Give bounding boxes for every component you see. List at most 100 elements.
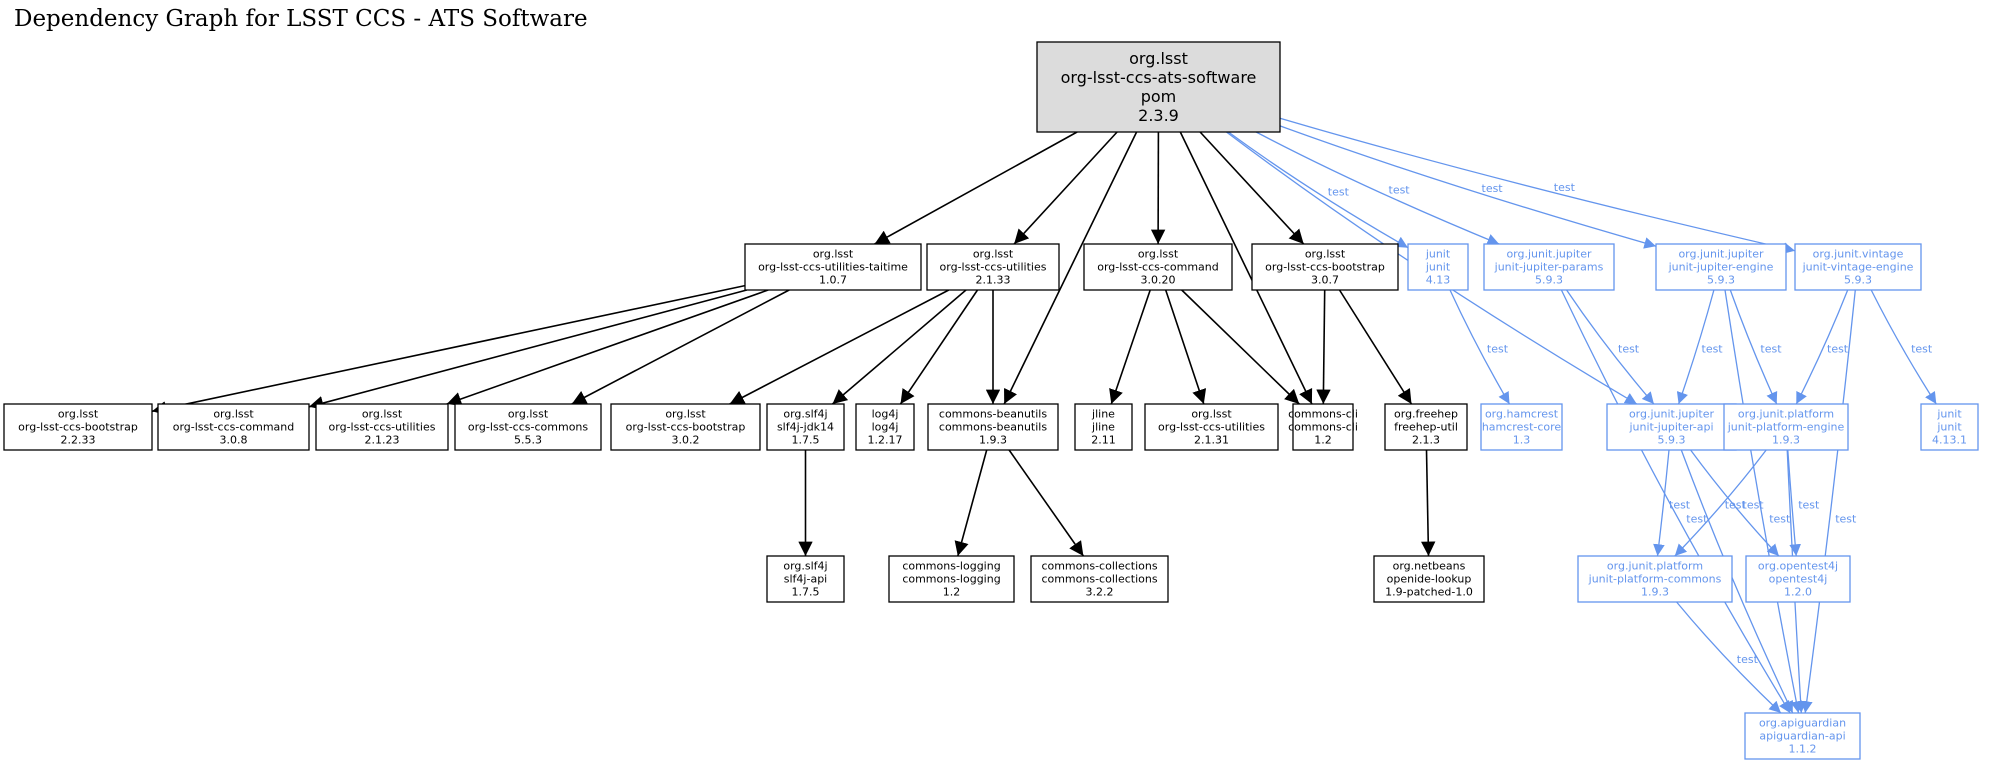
node-label-line: org.lsst: [1305, 248, 1346, 261]
node-box: [1292, 403, 1354, 451]
edge-label-vintage-to-apiguardian: test: [1835, 513, 1857, 526]
node-label-line: org.junit.platform: [1738, 408, 1834, 421]
node-label-line: jline: [1091, 421, 1115, 434]
node-label-line: 1.2.0: [1784, 586, 1812, 599]
node-box: [3, 403, 153, 451]
node-label-line: org.lsst: [1191, 408, 1232, 421]
edge-boot307-to-freehep: [1338, 289, 1413, 405]
edge-label-jengine-to-japi: test: [1702, 343, 1724, 356]
node-taitime: org.lsstorg-lsst-ccs-utilities-taitime1.…: [744, 243, 922, 291]
node-label-line: 3.0.2: [672, 434, 700, 447]
node-label-line: freehep-util: [1394, 421, 1458, 434]
edge-boot307-to-cli: [1316, 289, 1331, 405]
edge-jengine-to-apiguardian: [1724, 289, 1803, 714]
node-label-line: log4j: [872, 408, 899, 421]
edge-label-japi-to-pcommons: test: [1669, 498, 1691, 511]
node-label-line: 5.9.3: [1658, 434, 1686, 447]
node-params: org.junit.jupiterjunit-jupiter-params5.9…: [1483, 243, 1615, 291]
node-label-line: org-lsst-ccs-bootstrap: [1265, 261, 1385, 274]
node-label-line: org.junit.jupiter: [1678, 248, 1764, 261]
edge-label-vintage-to-pengine: test: [1827, 343, 1849, 356]
node-label-line: 1.2: [1314, 434, 1332, 447]
node-box: [1483, 243, 1615, 291]
node-box: [610, 403, 761, 451]
edge-taitime-to-util2123: [446, 289, 769, 406]
edge-util2133-to-boot302: [729, 289, 950, 405]
node-label-line: commons-collections: [1041, 560, 1157, 573]
node-label-line: org-lsst-ccs-utilities: [1158, 421, 1265, 434]
node-label-line: org.lsst: [973, 248, 1014, 261]
edge-params-to-japi: [1566, 289, 1655, 405]
nodes-layer: org.lsstorg-lsst-ccs-ats-softwarepom2.3.…: [3, 41, 1979, 760]
node-jengine: org.junit.jupiterjunit-jupiter-engine5.9…: [1655, 243, 1787, 291]
node-label-line: 5.9.3: [1707, 274, 1735, 287]
node-label-line: org.junit.jupiter: [1629, 408, 1715, 421]
node-box: [1251, 243, 1399, 291]
node-label-line: org.junit.vintage: [1813, 248, 1904, 261]
edge-label-vintage-to-junit4131: test: [1911, 343, 1933, 356]
node-label-line: 1.7.5: [792, 434, 820, 447]
edge-label-pengine-to-opentest: test: [1798, 498, 1820, 511]
node-label-line: junit-jupiter-api: [1628, 421, 1713, 434]
node-label-line: commons-logging: [902, 573, 1000, 586]
node-label-line: junit-platform-commons: [1588, 573, 1722, 586]
node-box: [1373, 555, 1485, 603]
edge-root-to-boot307: [1199, 131, 1305, 245]
edge-vintage-to-junit4131: [1870, 289, 1937, 405]
edge-beanutils-to-collections: [1008, 449, 1085, 557]
node-openide: org.netbeansopenide-lookup1.9-patched-1.…: [1373, 555, 1485, 603]
node-box: [1723, 403, 1849, 451]
edge-taitime-to-commons553: [571, 289, 790, 405]
node-pcommons: org.junit.platformjunit-platform-commons…: [1577, 555, 1733, 603]
node-label-line: commons-beanutils: [939, 421, 1047, 434]
node-label-line: org.lsst: [508, 408, 549, 421]
node-label-line: 3.0.7: [1311, 274, 1339, 287]
node-box: [888, 555, 1015, 603]
node-box: [1083, 243, 1233, 291]
edge-root-to-util2133: [1013, 131, 1118, 245]
node-label-line: 2.3.9: [1138, 106, 1179, 125]
edge-japi-to-apiguardian: [1680, 449, 1794, 714]
edge-root-to-vintage: [1279, 117, 1796, 254]
edge-label-params-to-japi: test: [1618, 343, 1640, 356]
node-label-line: org.lsst: [213, 408, 254, 421]
node-box: [766, 403, 845, 451]
node-label-line: 2.1.31: [1194, 434, 1229, 447]
edge-label-params-to-apiguardian: test: [1686, 513, 1708, 526]
node-box: [1744, 712, 1861, 760]
edge-label-pcommons-to-apiguardian: test: [1737, 653, 1759, 666]
edge-label-japi-to-opentest: test: [1743, 498, 1765, 511]
node-label-line: org-lsst-ccs-bootstrap: [18, 421, 138, 434]
node-label-line: org.lsst: [362, 408, 403, 421]
node-label-line: org-lsst-ccs-utilities: [940, 261, 1047, 274]
node-label-line: org.apiguardian: [1759, 717, 1846, 730]
edge-root-to-params: [1255, 131, 1500, 245]
node-pengine: org.junit.platformjunit-platform-engine1…: [1723, 403, 1849, 451]
node-label-line: org.lsst: [665, 408, 706, 421]
edge-label-root-to-junit413: test: [1328, 186, 1350, 199]
node-box: [1074, 403, 1133, 451]
node-label-line: 1.9.3: [1641, 586, 1669, 599]
node-label-line: org-lsst-ccs-command: [173, 421, 295, 434]
node-label-line: org.hamcrest: [1485, 408, 1559, 421]
node-label-line: commons-logging: [902, 560, 1000, 573]
node-label-line: 5.9.3: [1844, 274, 1872, 287]
node-label-line: jline: [1091, 408, 1115, 421]
node-box: [157, 403, 310, 451]
node-vintage: org.junit.vintagejunit-vintage-engine5.9…: [1794, 243, 1922, 291]
node-label-line: 3.0.8: [220, 434, 248, 447]
node-label-line: junit-platform-engine: [1727, 421, 1845, 434]
node-label-line: slf4j-jdk14: [777, 421, 834, 434]
edge-root-to-taitime: [874, 131, 1078, 245]
node-label-line: 5.5.3: [514, 434, 542, 447]
